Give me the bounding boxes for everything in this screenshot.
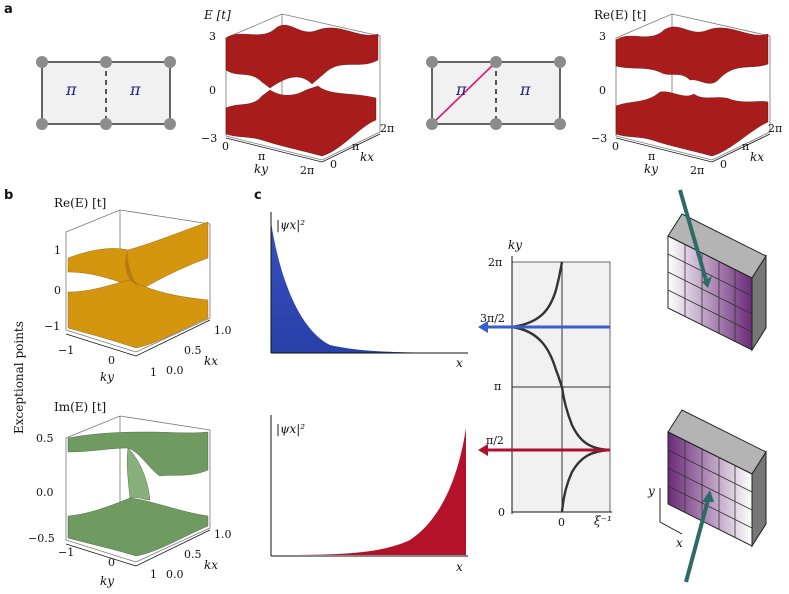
b2-ytick-0: −1: [58, 546, 75, 559]
plaquette-right: [426, 56, 566, 130]
exceptional-points-label: Exceptional points: [12, 321, 26, 434]
a2-xtick-0: 0: [720, 158, 727, 171]
ky-tick-0: 0: [498, 506, 505, 519]
a2-ylabel: ky: [644, 162, 659, 176]
b2-xtick-0: 0.0: [166, 568, 184, 581]
ky-tick-3pi2: 3π/2: [480, 312, 505, 325]
b1-xtick-2: 1.0: [214, 324, 232, 337]
b1-xtick-0: 0.0: [166, 364, 184, 377]
b2-xlabel: kx: [204, 558, 219, 572]
a2-ytick-0: 0: [612, 140, 619, 153]
ky-tick-pi2: π/2: [486, 434, 504, 447]
a2-xtick-2: 2π: [768, 122, 783, 135]
ky-tick-2pi: 2π: [488, 256, 503, 269]
b2-zlabel: Im(E) [t]: [54, 400, 107, 414]
a2-xlabel: kx: [750, 150, 765, 164]
band-plot-2: [615, 13, 771, 163]
flux-left-2: π: [456, 80, 467, 99]
a2-ytick-1: π: [648, 150, 656, 163]
a1-ztick-mid: 0: [209, 84, 216, 97]
b1-ytick-2: 1: [150, 366, 157, 379]
a2-zlabel: Re(E) [t]: [594, 8, 647, 22]
c-bottom-xlabel: x: [456, 560, 463, 574]
b2-ztick-bot: −0.5: [28, 532, 55, 545]
flux-left-1: π: [66, 80, 77, 99]
profile-top: [270, 212, 468, 354]
b2-ylabel: ky: [100, 574, 115, 588]
b2-ztick-mid: 0.0: [36, 486, 54, 499]
a2-xtick-1: π: [742, 140, 750, 153]
a1-ytick-0: 0: [222, 140, 229, 153]
plaquette-left: [36, 56, 176, 130]
ky-xi-plot: [478, 256, 612, 514]
profile-bottom: [270, 415, 468, 557]
a1-ztick-bot: −3: [201, 132, 218, 145]
slab-top: [667, 189, 767, 352]
xi-tick-0: 0: [558, 516, 565, 529]
a2-ztick-bot: −3: [591, 132, 608, 145]
b1-xlabel: kx: [204, 354, 219, 368]
b2-ztick-top: 0.5: [36, 432, 54, 445]
ky-axis-label: ky: [508, 238, 523, 252]
band-plot-1: [225, 13, 381, 163]
a1-ztick-top: 3: [209, 30, 216, 43]
slab-bottom: [659, 409, 767, 583]
b1-ztick-bot: −1: [44, 320, 61, 333]
b1-zlabel: Re(E) [t]: [54, 196, 107, 210]
slab-y-label: y: [648, 484, 655, 498]
b1-xtick-1: 0.5: [184, 344, 202, 357]
c-top-ylabel: |ψx|²: [276, 218, 306, 232]
panel-b-label: b: [4, 188, 14, 203]
im-surface-plot: [65, 415, 211, 567]
b2-xtick-2: 1.0: [214, 528, 232, 541]
a1-ytick-2: 2π: [300, 164, 315, 177]
ky-tick-pi: π: [494, 380, 502, 393]
b1-ylabel: ky: [100, 370, 115, 384]
a2-ytick-2: 2π: [690, 164, 705, 177]
a1-ylabel: ky: [254, 162, 269, 176]
re-surface-plot: [65, 209, 211, 357]
a2-ztick-top: 3: [599, 30, 606, 43]
a1-xtick-2: 2π: [380, 122, 395, 135]
a1-ytick-1: π: [258, 150, 266, 163]
b2-ytick-1: 0: [108, 556, 115, 569]
b1-ztick-mid: 0: [54, 284, 61, 297]
a1-xtick-0: 0: [330, 158, 337, 171]
a2-ztick-mid: 0: [599, 84, 606, 97]
xi-axis-label: ξ⁻¹: [594, 514, 612, 528]
a1-zlabel: E [t]: [204, 8, 231, 22]
flux-right-1: π: [130, 80, 141, 99]
c-top-xlabel: x: [456, 356, 463, 370]
a1-xlabel: kx: [360, 150, 375, 164]
b1-ztick-top: 1: [54, 244, 61, 257]
slab-x-label: x: [676, 536, 683, 550]
b2-xtick-1: 0.5: [184, 548, 202, 561]
panel-c-label: c: [254, 188, 262, 203]
a1-xtick-1: π: [352, 140, 360, 153]
b1-ytick-0: −1: [58, 344, 75, 357]
b2-ytick-2: 1: [150, 568, 157, 581]
panel-a-label: a: [4, 2, 13, 17]
flux-right-2: π: [520, 80, 531, 99]
c-bottom-ylabel: |ψx|²: [276, 422, 306, 436]
b1-ytick-1: 0: [108, 354, 115, 367]
